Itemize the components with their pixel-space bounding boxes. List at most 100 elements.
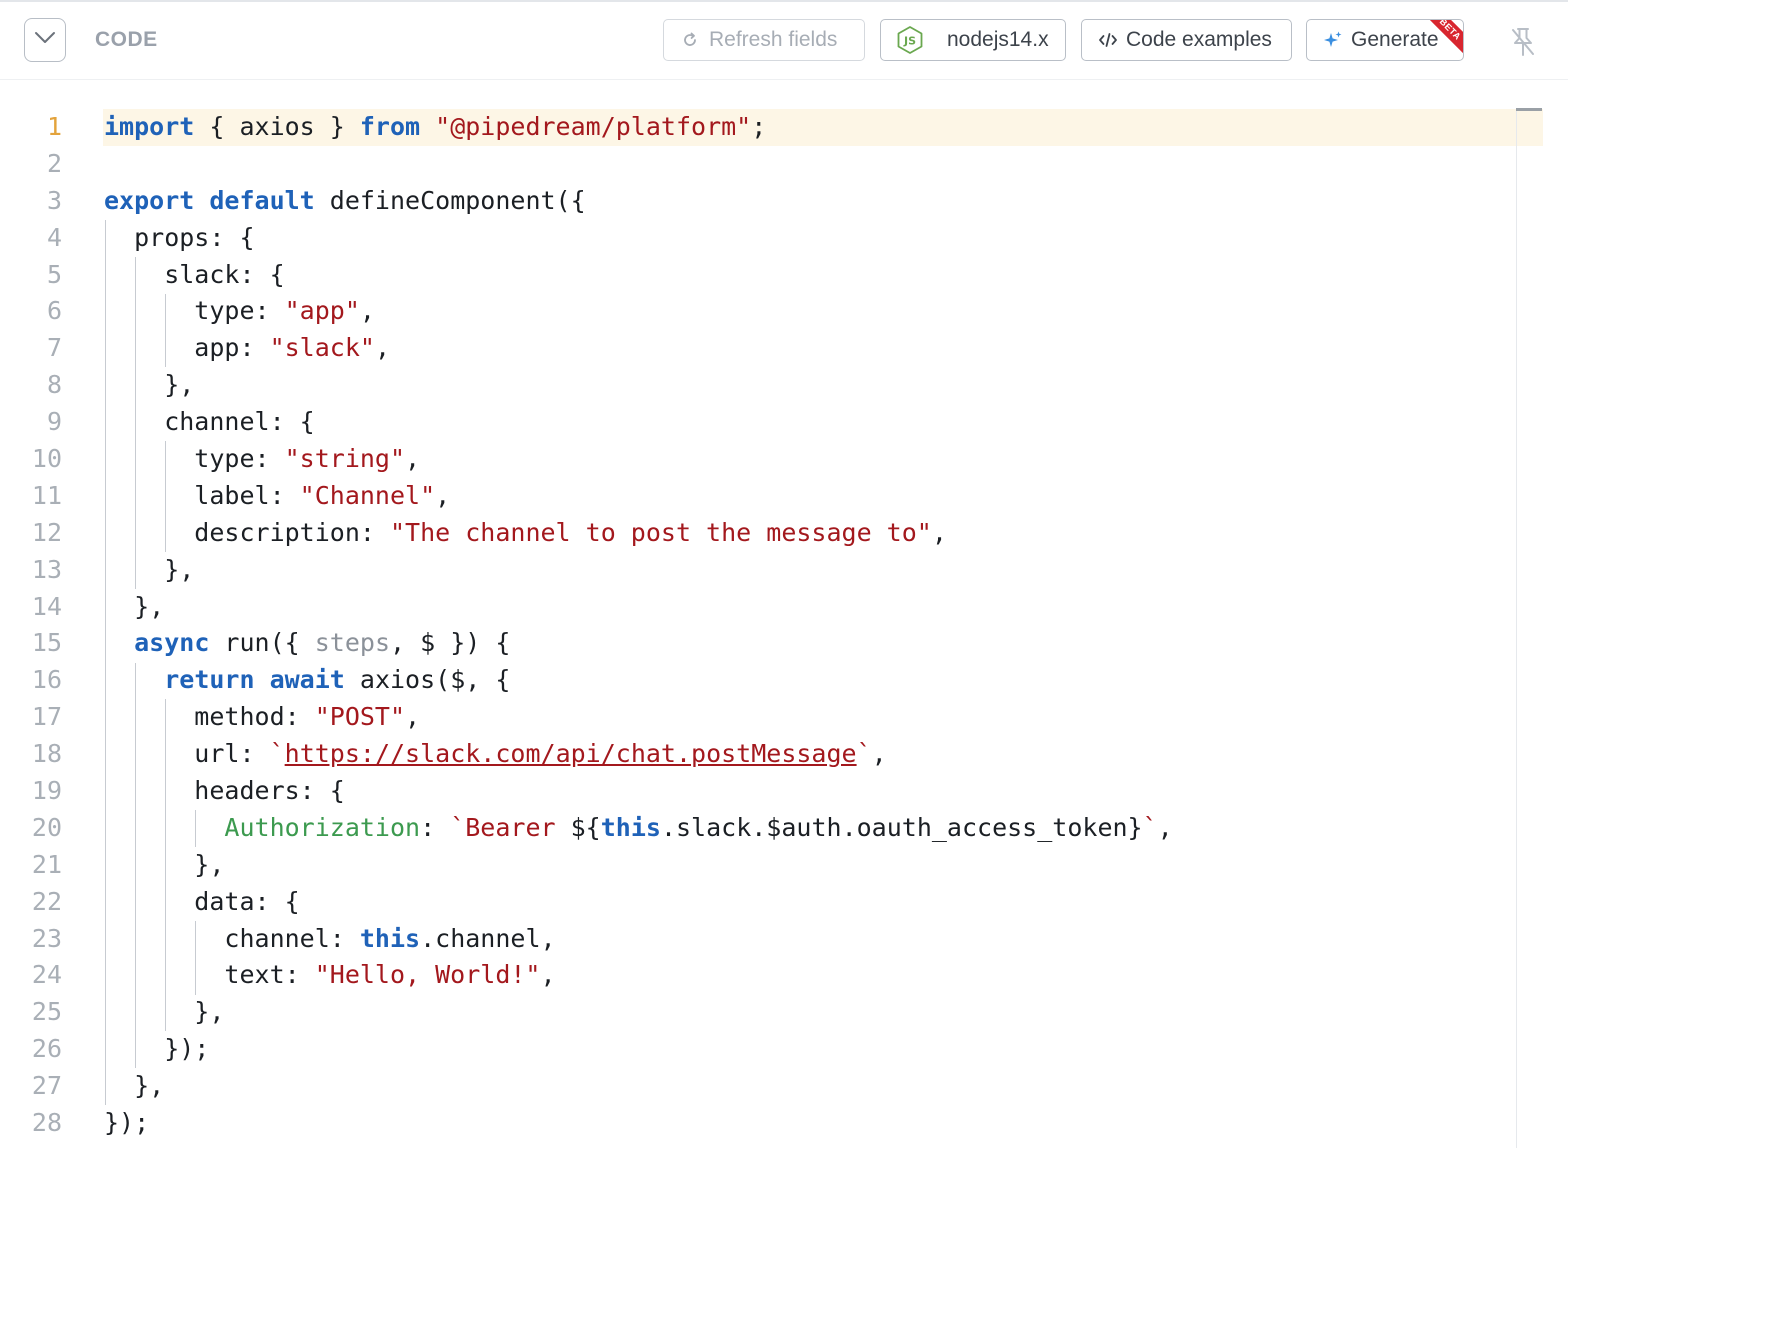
line-number: 17 — [31, 702, 62, 732]
line-number: 11 — [31, 480, 62, 510]
code-text: import { axios } from "@pipedream/platfo… — [104, 109, 766, 146]
top-border — [0, 0, 1568, 2]
string-token: "app" — [284, 296, 360, 326]
code-token: label: — [104, 480, 300, 510]
code-examples-label: Code examples — [1126, 28, 1272, 51]
vertical-scrollbar[interactable] — [1516, 108, 1517, 1148]
line-number: 19 — [31, 776, 62, 806]
keyword-token: from — [359, 112, 436, 141]
string-token: "Channel" — [299, 480, 436, 510]
indent-guide — [165, 293, 167, 368]
code-text: }, — [104, 847, 224, 884]
line-number: 28 — [31, 1108, 62, 1138]
code-text: type: "app", — [104, 293, 375, 330]
line-number: 26 — [31, 1034, 62, 1064]
code-token: defineComponent({ — [329, 185, 586, 215]
section-title: CODE — [95, 28, 158, 51]
string-token: "string" — [284, 444, 406, 474]
nodejs-icon: JS — [895, 25, 925, 55]
code-step-header: CODE Refresh fields JS nodejs14.x Code e… — [0, 2, 1568, 80]
code-icon — [1098, 31, 1118, 49]
code-token: ${ — [570, 812, 601, 842]
keyword-token: export — [104, 185, 210, 215]
code-text: channel: this.channel, — [104, 921, 556, 958]
code-text: }, — [104, 552, 194, 589]
code-text: }); — [104, 1105, 149, 1142]
indent-guide — [195, 810, 197, 847]
code-token: , — [540, 960, 556, 990]
code-text: data: { — [104, 884, 300, 921]
code-token: url: — [104, 739, 270, 769]
chevron-down-icon — [34, 31, 56, 50]
line-number: 14 — [31, 591, 62, 621]
code-token: app: — [104, 333, 270, 363]
pin-icon[interactable] — [1507, 24, 1539, 60]
code-token: }); — [104, 1108, 150, 1138]
code-token: : — [420, 812, 451, 842]
url-token[interactable]: https://slack.com/api/chat.postMessage — [284, 739, 857, 769]
line-number: 22 — [31, 886, 62, 916]
scrollbar-position-marker — [1516, 108, 1542, 111]
refresh-fields-label: Refresh fields — [709, 28, 838, 51]
string-token: "slack" — [269, 333, 375, 363]
nodejs-icon-text: JS — [903, 35, 916, 48]
code-token: , — [435, 480, 451, 510]
code-text: url: `https://slack.com/api/chat.postMes… — [104, 736, 887, 773]
runtime-selector-button[interactable]: JS nodejs14.x — [880, 19, 1066, 61]
generate-label: Generate — [1351, 28, 1439, 51]
line-number: 16 — [31, 665, 62, 695]
code-token: channel: — [104, 923, 360, 953]
code-text: }, — [104, 1068, 164, 1105]
line-number: 9 — [46, 407, 62, 437]
code-text: method: "POST", — [104, 699, 420, 736]
code-editor[interactable]: 1 import { axios } from "@pipedream/platf… — [0, 92, 1568, 1158]
line-number: 7 — [46, 333, 62, 363]
sparkle-icon — [1323, 30, 1343, 50]
line-number: 1 — [46, 112, 62, 141]
code-token: , $ }) { — [390, 628, 511, 658]
line-number: 2 — [46, 148, 62, 178]
code-token: data: { — [104, 886, 300, 916]
code-token: , — [871, 739, 887, 769]
code-token: description: — [104, 517, 390, 547]
line-number: 18 — [31, 739, 62, 769]
line-number: 21 — [31, 849, 62, 879]
runtime-label: nodejs14.x — [947, 28, 1049, 51]
code-text: channel: { — [104, 404, 315, 441]
string-token: "Hello, World!" — [314, 960, 541, 990]
line-number: 24 — [31, 960, 62, 990]
code-token: run({ — [224, 628, 315, 658]
keyword-token: await — [269, 665, 360, 695]
code-examples-button[interactable]: Code examples — [1081, 19, 1292, 61]
code-token: ; — [751, 112, 767, 141]
code-token: axios($, { — [359, 665, 511, 695]
code-text: props: { — [104, 220, 254, 257]
code-token: , — [374, 333, 390, 363]
code-token: type: — [104, 296, 285, 326]
line-number: 20 — [31, 812, 62, 842]
code-token: .channel, — [420, 923, 556, 953]
line-number: 12 — [31, 517, 62, 547]
code-text: export default defineComponent({ — [104, 183, 586, 220]
line-number: 5 — [46, 259, 62, 289]
keyword-token: async — [134, 628, 225, 658]
code-text: slack: { — [104, 257, 284, 294]
collapse-button[interactable] — [24, 18, 66, 62]
line-number: 8 — [46, 370, 62, 400]
property-token: Authorization — [224, 812, 421, 842]
code-text: headers: { — [104, 773, 345, 810]
line-number: 23 — [31, 923, 62, 953]
code-token: }, — [104, 1071, 165, 1101]
keyword-token: this — [359, 923, 421, 953]
line-number: 4 — [46, 222, 62, 252]
generate-button[interactable]: Generate BETA — [1306, 19, 1464, 61]
code-token: headers: { — [104, 776, 345, 806]
code-token — [104, 628, 134, 657]
code-token — [104, 813, 224, 842]
code-text: label: "Channel", — [104, 478, 450, 515]
code-text: async run({ steps, $ }) { — [104, 625, 510, 662]
code-token: , — [405, 444, 421, 474]
refresh-fields-button[interactable]: Refresh fields — [663, 19, 865, 61]
code-text: }, — [104, 994, 224, 1031]
keyword-token: default — [209, 185, 330, 215]
